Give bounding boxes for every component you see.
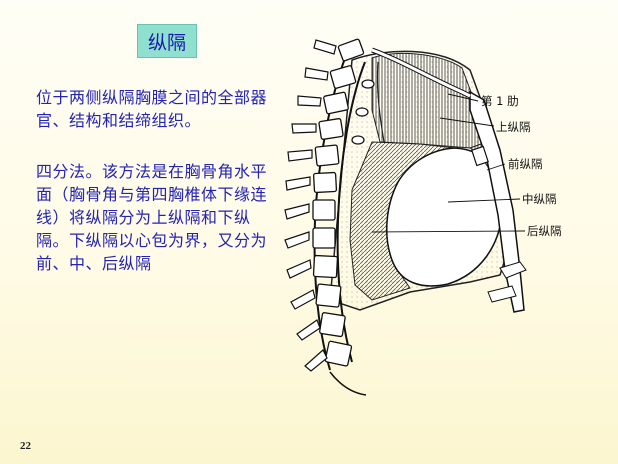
label-first-rib: 第 1 肋 [481, 94, 519, 108]
page-number: 22 [20, 440, 31, 452]
manubrium-joint [471, 145, 489, 167]
spinous-processes [284, 39, 337, 372]
vertebrae [312, 38, 365, 367]
label-middle-mediastinum: 中纵隔 [522, 192, 557, 206]
definition-paragraph: 位于两侧纵隔胸膜之间的全部器官、结构和结缔组织。 [36, 88, 268, 130]
label-anterior-mediastinum: 前纵隔 [508, 157, 543, 171]
division-method-paragraph: 四分法。该方法是在胸骨角水平面（胸骨角与第四胸椎体下缘连线）将纵隔分为上纵隔和下… [36, 162, 268, 273]
slide-title: 纵隔 [137, 24, 197, 58]
rib-heads [351, 79, 375, 145]
label-leaders [371, 93, 526, 233]
label-posterior-mediastinum: 后纵隔 [527, 224, 562, 238]
slide-title-text: 纵隔 [147, 31, 186, 54]
label-superior-mediastinum: 上纵隔 [496, 120, 531, 134]
